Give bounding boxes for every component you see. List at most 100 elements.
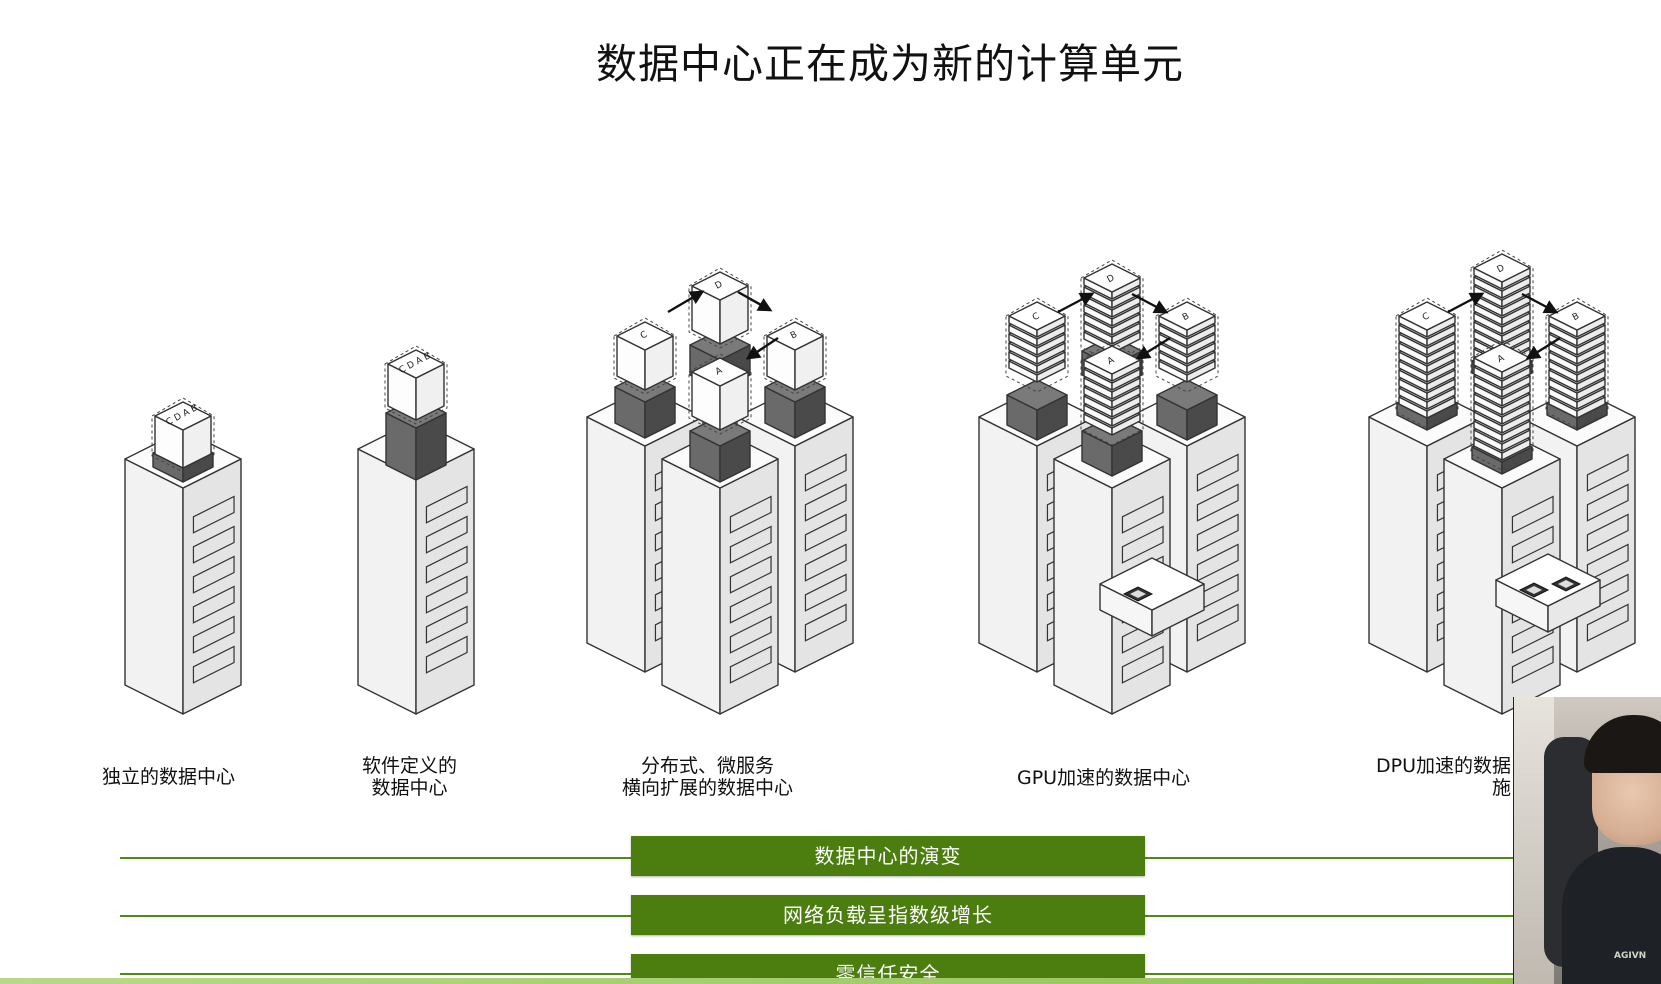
workload-label: D: [1106, 273, 1117, 285]
distributed-workload-a-top: [691, 357, 749, 387]
distributed-workload-b-top: [766, 321, 824, 351]
server-slot: [804, 543, 847, 582]
server-slot: [729, 525, 772, 564]
distributed-tower-front-left: [661, 458, 721, 715]
server-slot: [804, 573, 847, 612]
server-slot: [192, 525, 235, 564]
webcam-presenter-body: [1562, 847, 1661, 984]
presenter-webcam: AGIVN: [1513, 697, 1661, 984]
software-workload: C D A B: [384, 345, 448, 425]
standalone-workload-top: [154, 401, 212, 431]
server-slot: [425, 605, 468, 644]
towers-layer: C D A B C D A B C B D A C B D A C B D A: [124, 249, 1636, 715]
server-slot: [192, 555, 235, 594]
dpu-tower-back-left-left: [1368, 416, 1428, 673]
server-slot: [804, 513, 847, 552]
software-tower-right: [415, 448, 475, 715]
workload-label: A: [1106, 355, 1117, 367]
flow-arrow: [1135, 336, 1171, 360]
dpu-stack-b: B: [1545, 297, 1609, 429]
server-slot: [192, 495, 235, 534]
workload-label: A: [1496, 353, 1507, 365]
server-slot: [425, 485, 468, 524]
server-slot: [1121, 525, 1164, 564]
server-slot: [729, 555, 772, 594]
server-slot: [1121, 645, 1164, 684]
distributed-workload-a: A: [688, 353, 752, 435]
flow-arrow: [667, 290, 705, 314]
webcam-presenter-hair: [1584, 715, 1661, 773]
flow-arrow: [1521, 292, 1559, 314]
webcam-shirt-logo: AGIVN: [1614, 951, 1647, 961]
server-slot: [804, 453, 847, 492]
gpu-stack-a: A: [1080, 341, 1144, 446]
distributed-tower-back-left-left: [586, 416, 646, 673]
server-slot: [1586, 603, 1629, 642]
server-slot: [425, 635, 468, 674]
workload-label: B: [1181, 311, 1191, 323]
server-slot: [1586, 513, 1629, 552]
server-slot: [1196, 513, 1239, 552]
server-slot: [804, 483, 847, 522]
bar-evolution: 数据中心的演变: [631, 836, 1145, 876]
bar-network-load: 网络负载呈指数级增长: [631, 895, 1145, 935]
server-slot: [1121, 495, 1164, 534]
flow-arrow: [745, 337, 779, 360]
gpu-tower-back-left-left: [978, 416, 1038, 673]
standalone-workload: C D A B: [151, 397, 215, 473]
workload-label: D: [1496, 263, 1507, 275]
stage-label-dpu-accelerated: DPU加速的数据 施: [1376, 755, 1511, 799]
stage-gpu-graphic: C B D A: [978, 259, 1246, 715]
workload-label: A: [714, 365, 725, 377]
flow-arrow: [737, 290, 773, 312]
stage-label-distributed: 分布式、微服务 横向扩展的数据中心: [622, 755, 794, 799]
server-slot: [804, 603, 847, 642]
stage-standalone-graphic: C D A B: [124, 397, 242, 715]
distributed-workload-b: B: [763, 317, 827, 395]
dpu-stack-c: C: [1395, 297, 1459, 429]
gpu-stack-c: C: [1005, 297, 1069, 393]
workload-label: B: [1571, 311, 1581, 323]
software-workload-top: [387, 349, 445, 379]
server-slot: [1196, 603, 1239, 642]
server-slot: [1196, 453, 1239, 492]
stage-label-software-defined: 软件定义的 数据中心: [362, 755, 458, 799]
arrows-layer: [667, 290, 1561, 360]
server-slot: [1511, 495, 1554, 534]
stage-label-standalone: 独立的数据中心: [102, 766, 236, 788]
flow-arrow: [1447, 292, 1485, 314]
stage-dpu-graphic: C B D A: [1368, 249, 1636, 715]
server-slot: [1196, 543, 1239, 582]
server-slot: [425, 575, 468, 614]
slide-title: 数据中心正在成为新的计算单元: [596, 40, 1184, 88]
distributed-workload-d: D: [688, 267, 752, 349]
flow-arrow: [1057, 292, 1095, 314]
flow-arrow: [1131, 292, 1169, 314]
distributed-workload-c: C: [613, 317, 677, 395]
standalone-tower-left: [124, 458, 184, 715]
stage-distributed-graphic: C B D A: [586, 267, 854, 715]
server-slot: [425, 515, 468, 554]
gpu-accelerator-card: [1099, 557, 1205, 637]
workload-label: D: [714, 280, 725, 292]
gpu-stack-b: B: [1155, 297, 1219, 393]
server-slot: [729, 645, 772, 684]
server-slot: [1586, 453, 1629, 492]
server-slot: [729, 615, 772, 654]
server-slot: [1196, 483, 1239, 522]
server-slot: [729, 585, 772, 624]
dpu-stack-a: A: [1470, 339, 1534, 471]
dpu-accelerator-card: [1495, 553, 1601, 633]
workload-label: B: [789, 330, 799, 342]
server-slot: [192, 645, 235, 684]
server-slot: [1511, 525, 1554, 564]
server-slot: [1511, 645, 1554, 684]
server-slot: [1586, 483, 1629, 522]
workload-label: C: [1421, 311, 1431, 323]
flow-arrow: [1525, 336, 1561, 360]
workload-label: C: [1031, 311, 1041, 323]
server-slot: [192, 585, 235, 624]
workload-label: C: [639, 330, 649, 342]
